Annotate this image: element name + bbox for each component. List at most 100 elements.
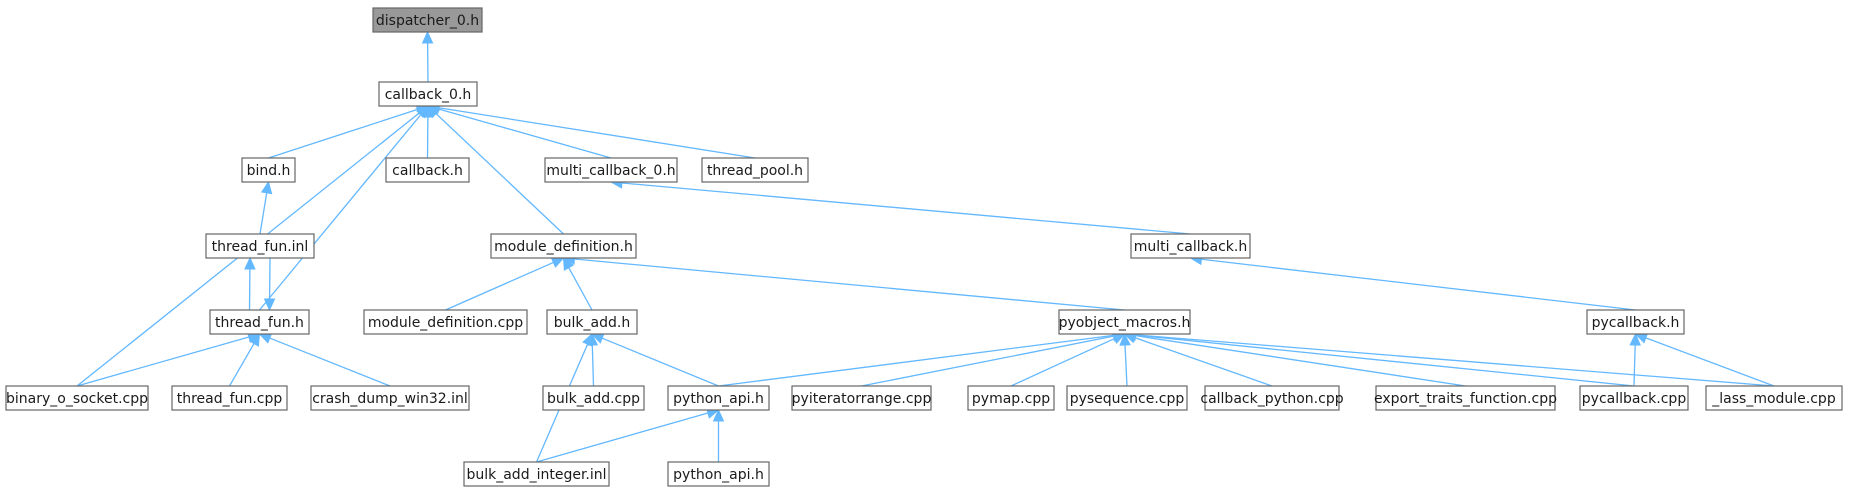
nodes-layer: dispatcher_0.h callback_0.h bind.h callback… <box>5 7 1843 487</box>
edge-python_api_h_1-to-bulk_add_h <box>601 337 719 387</box>
arrowhead-binary_o_socket_cpp-to-callback_0_h <box>415 105 429 118</box>
node-box <box>1204 385 1340 411</box>
node-module-definition-cpp[interactable]: module_definition.cpp <box>363 309 528 335</box>
edge-pysequence_cpp-to-pyobject_macros_h <box>1124 344 1128 387</box>
node-pycallback-h[interactable]: pycallback.h <box>1586 309 1685 335</box>
node-export-traits-function-cpp[interactable]: export_traits_function.cpp <box>1374 385 1557 411</box>
edge-crash_dump_win32_inl-to-thread_fun_h <box>269 337 391 387</box>
node-callback-python-cpp[interactable]: callback_python.cpp <box>1200 385 1344 411</box>
arrowhead-module_definition_h-to-callback_0_h <box>427 105 441 119</box>
node-label: callback.h <box>392 163 463 179</box>
node-box <box>463 461 610 487</box>
node-label: multi_callback.h <box>1134 239 1247 255</box>
node-label: callback_python.cpp <box>1200 391 1343 407</box>
node-label: python_api.h <box>673 391 764 407</box>
edge-thread_fun_inl-to-bind_h <box>259 192 268 235</box>
node-callback-h[interactable]: callback.h <box>385 157 470 183</box>
edge-module_definition_cpp-to-module_definition_h <box>445 261 554 311</box>
node-label: bulk_add.cpp <box>547 391 640 407</box>
node-label: pycallback.h <box>1592 315 1680 331</box>
node-python-api-h-1[interactable]: python_api.h <box>667 385 770 411</box>
node-pyobject-macros-h[interactable]: pyobject_macros.h <box>1058 309 1191 335</box>
edge-thread_fun_cpp-to-thread_fun_h <box>228 343 255 387</box>
node-callback-0-h[interactable]: callback_0.h <box>378 81 478 107</box>
arrowhead-thread_fun_inl-to-bind_h <box>260 180 273 195</box>
node-box <box>363 309 528 335</box>
node-label: bind.h <box>247 163 291 179</box>
edge-thread_fun_h-to-callback_0_h <box>258 114 422 311</box>
node-bind-h[interactable]: bind.h <box>241 157 296 183</box>
node-label: pycallback.cpp <box>1582 391 1687 407</box>
node-label: thread_fun.inl <box>212 239 309 255</box>
node-lass-module-cpp[interactable]: _lass_module.cpp <box>1705 385 1843 411</box>
node-box <box>544 157 678 183</box>
node-pyiteratorrange-cpp[interactable]: pyiteratorrange.cpp <box>791 385 932 411</box>
node-label: module_definition.cpp <box>368 315 523 331</box>
node-thread-fun-cpp[interactable]: thread_fun.cpp <box>171 385 288 411</box>
edge-pyobject_macros_h-to-module_definition_h <box>574 258 1125 311</box>
edge-callback_python_cpp-to-pyobject_macros_h <box>1134 337 1273 387</box>
node-box <box>667 385 770 411</box>
node-label: python_api.h <box>673 467 764 483</box>
arrowhead-bulk_add_h-to-module_definition_h <box>562 256 575 271</box>
node-box <box>205 233 315 259</box>
arrowhead-bulk_add_integer_inl-to-bulk_add_h <box>582 332 593 347</box>
node-python-api-h-2[interactable]: python_api.h <box>667 461 770 487</box>
node-box <box>378 81 478 107</box>
arrowhead-pysequence_cpp-to-pyobject_macros_h <box>1119 332 1131 346</box>
node-box <box>667 461 770 487</box>
edge-bulk_add_h-to-module_definition_h <box>568 267 593 311</box>
node-label: pyobject_macros.h <box>1059 315 1191 331</box>
node-bulk-add-h[interactable]: bulk_add.h <box>546 309 638 335</box>
edge-bulk_add_cpp-to-bulk_add_h <box>591 344 595 387</box>
edge-lass_module_cpp-to-pyobject_macros_h <box>1135 334 1775 387</box>
node-box <box>241 157 296 183</box>
node-pymap-cpp[interactable]: pymap.cpp <box>967 385 1055 411</box>
edge-pycallback_h-to-multi_callback_h <box>1201 258 1636 311</box>
node-box <box>490 233 637 259</box>
edge-multi_callback_h-to-multi_callback_0_h <box>621 182 1191 235</box>
arrowhead-crash_dump_win32_inl-to-thread_fun_h <box>258 332 273 344</box>
node-box <box>1130 233 1251 259</box>
node-box <box>967 385 1055 411</box>
node-box <box>5 385 149 411</box>
node-dispatcher-0-h[interactable]: dispatcher_0.h <box>372 7 483 33</box>
node-label: module_definition.h <box>494 239 633 255</box>
node-multi-callback-0-h[interactable]: multi_callback_0.h <box>544 157 678 183</box>
node-label: pyiteratorrange.cpp <box>792 391 932 407</box>
arrowhead-thread_fun_h-to-thread_fun_inl <box>244 256 256 270</box>
node-thread-fun-inl[interactable]: thread_fun.inl <box>205 233 315 259</box>
arrowhead-pycallback_cpp-to-pycallback_h <box>1629 332 1641 346</box>
node-thread-pool-h[interactable]: thread_pool.h <box>701 157 809 183</box>
edge-pymap_cpp-to-pyobject_macros_h <box>1010 337 1115 387</box>
node-box <box>1058 309 1191 335</box>
arrowhead-python_api_h_2-to-python_api_h_1 <box>712 408 725 422</box>
node-label: export_traits_function.cpp <box>1374 391 1557 407</box>
node-box <box>1705 385 1843 411</box>
edge-module_definition_h-to-callback_0_h <box>435 113 564 235</box>
node-label: callback_0.h <box>385 87 472 103</box>
node-box <box>1066 385 1188 411</box>
edge-export_traits_function_cpp-to-pyobject_macros_h <box>1135 335 1466 387</box>
edges-layer <box>76 30 1775 463</box>
node-box <box>310 385 470 411</box>
edge-multi_callback_0_h-to-callback_0_h <box>438 108 612 159</box>
node-multi-callback-h[interactable]: multi_callback.h <box>1130 233 1251 259</box>
node-pysequence-cpp[interactable]: pysequence.cpp <box>1066 385 1188 411</box>
node-crash-dump-win32-inl[interactable]: crash_dump_win32.inl <box>310 385 470 411</box>
node-box <box>209 309 310 335</box>
node-label: binary_o_socket.cpp <box>6 391 148 407</box>
node-thread-fun-h[interactable]: thread_fun.h <box>209 309 310 335</box>
node-bulk-add-integer-inl[interactable]: bulk_add_integer.inl <box>463 461 610 487</box>
node-pycallback-cpp[interactable]: pycallback.cpp <box>1579 385 1689 411</box>
node-module-definition-h[interactable]: module_definition.h <box>490 233 637 259</box>
node-binary-o-socket-cpp[interactable]: binary_o_socket.cpp <box>5 385 149 411</box>
node-label: crash_dump_win32.inl <box>312 391 468 407</box>
node-label: thread_pool.h <box>707 163 803 179</box>
edge-bind_h-to-callback_0_h <box>268 108 418 159</box>
node-bulk-add-cpp[interactable]: bulk_add.cpp <box>542 385 645 411</box>
node-box <box>1579 385 1689 411</box>
node-box <box>546 309 638 335</box>
